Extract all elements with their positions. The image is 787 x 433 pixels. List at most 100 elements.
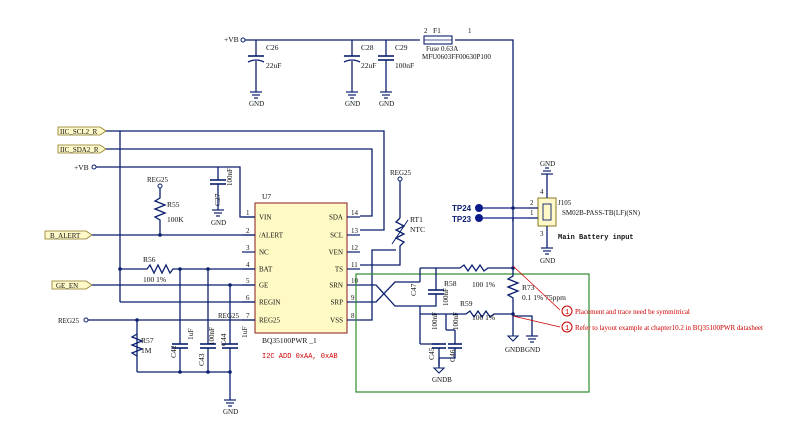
cap-c29[interactable]: C29 100nF [378, 40, 414, 92]
j105-ref: J105 [558, 199, 572, 207]
ic-u7[interactable]: U7 BQ35100PWR _1 1VIN2/ALERT3NC4BAT5GE6R… [242, 192, 360, 345]
j105-pin2: 2 [530, 199, 534, 207]
port-scl-label: IIC_SCL2_R [60, 128, 98, 136]
r57-value: 1M [141, 346, 152, 355]
port-reg25[interactable]: REG25 [58, 317, 255, 325]
c43-ref: C43 [197, 353, 206, 366]
c28-ref: C28 [361, 43, 374, 52]
u7-pin-name-srp: SRP [331, 299, 344, 307]
u7-pin-name-srn: SRN [329, 282, 343, 290]
u7-pin-number-9: 9 [351, 294, 355, 302]
r59-value: 100 1% [472, 313, 495, 322]
gndb-label: GNDB [432, 376, 452, 384]
u7-pin-number-6: 6 [246, 294, 250, 302]
cap-c44[interactable]: C44 1uF [219, 320, 249, 400]
gndb-symbol: GNDB [505, 335, 525, 354]
resistor-r58[interactable]: R58 100 1% [436, 263, 513, 289]
u7-pin-name-bat: BAT [259, 266, 273, 274]
note-symmetric: 1 Placement and trace need be symmitrica… [561, 305, 690, 317]
u7-pin-number-8: 8 [351, 312, 355, 320]
u7-pin-number-11: 11 [351, 261, 358, 269]
u7-pin-name-reg25: REG25 [259, 317, 281, 325]
c45-value: 100nF [431, 312, 439, 330]
connector-j105[interactable]: 2 1 4 3 J105 SM02B-PASS-TB(LF)(SN) Main … [527, 174, 641, 248]
port-sda-label: IIC_SDA2_R [60, 146, 99, 154]
thermistor-rt1[interactable]: REG25 RT1 NTC [390, 169, 425, 250]
cap-c27[interactable]: C27 100nF [210, 168, 234, 210]
r55-ref: R55 [167, 200, 180, 209]
r55-value: 100K [167, 215, 184, 224]
r73-value: 0.1 1% 75ppm [522, 293, 566, 302]
u7-pin-number-7: 7 [246, 312, 250, 320]
note2-text: Refer to layout example at chapter10.2 i… [575, 324, 763, 332]
gnd-symbol: GND [379, 91, 394, 108]
r56-value: 100 1% [143, 275, 166, 284]
vb-top-label: +VB [224, 35, 239, 44]
gnd-label: GND [249, 100, 264, 108]
resistor-r56[interactable]: R56 100 1% [118, 131, 255, 302]
resistor-r57[interactable]: R57 1M [130, 333, 154, 357]
resistor-r59[interactable]: R59 100 1% [420, 299, 513, 322]
r59-ref: R59 [460, 299, 473, 308]
u7-pin-name-alert: /ALERT [259, 232, 284, 240]
cap-c46[interactable]: C46 100nF [439, 312, 462, 362]
port-alert-label: B_ALERT [50, 232, 81, 240]
r56-ref: R56 [143, 255, 156, 264]
c46-ref: C46 [448, 349, 457, 362]
gndb-label: GNDB [505, 346, 525, 354]
c27-ref: C27 [213, 193, 222, 206]
gnd-label: GND [540, 257, 555, 265]
c42-value: 1uF [186, 328, 195, 340]
gnd-label: GND [211, 219, 226, 227]
cap-c42[interactable]: C42 1uF [169, 320, 195, 372]
gnd-label: GND [379, 100, 394, 108]
u7-pin-number-4: 4 [246, 261, 250, 269]
c29-ref: C29 [395, 43, 408, 52]
gnd-symbol: GND [525, 335, 540, 354]
cap-c26[interactable]: C26 22uF [247, 40, 281, 92]
sense-layout-group [355, 273, 590, 393]
c46-value: 100nF [452, 312, 460, 330]
gnd-label: GND [223, 408, 238, 416]
u7-ref: U7 [262, 192, 271, 201]
u7-pin-name-ts: TS [335, 266, 343, 274]
c47-value: 100nF [442, 288, 450, 306]
cap-c43[interactable]: C43 100nF [197, 320, 216, 372]
c44-value: 1uF [240, 326, 249, 338]
testpoint-tp24[interactable]: TP24 [452, 204, 527, 213]
u7-pin-number-1: 1 [246, 209, 250, 217]
j105-pin3: 3 [540, 230, 544, 238]
reg25-b-label: REG25 [390, 169, 412, 177]
r73-ref: R73 [522, 283, 535, 292]
cap-c28[interactable]: C28 22uF [343, 40, 376, 92]
u7-part: BQ35100PWR _1 [262, 336, 317, 345]
c42-ref: C42 [169, 345, 178, 358]
j105-pin1: 1 [530, 209, 534, 217]
u7-pin-name-regin: REGIN [259, 299, 280, 307]
gnd-symbol: GND [345, 91, 360, 108]
i2c-address-note: I2C ADD 0xAA, 0xAB [262, 353, 338, 361]
port-ge-en-label: GE_EN [56, 282, 78, 290]
fuse-ref: F1 [433, 26, 441, 35]
gnd-symbol: GND [540, 160, 555, 175]
resistor-r73[interactable]: R73 0.1 1% 75ppm [506, 200, 566, 316]
fuse-value: Fuse 0.63A [426, 45, 458, 53]
u7-pin-number-12: 12 [351, 244, 359, 252]
top-power-rail: +VB [224, 35, 514, 200]
c29-value: 100nF [395, 61, 414, 70]
port-iic-sda[interactable]: IIC_SDA2_R [57, 144, 373, 217]
u7-pin-number-10: 10 [351, 277, 359, 285]
testpoint-tp23[interactable]: TP23 [452, 214, 527, 224]
resistor-r55[interactable]: REG25 R55 100K [147, 176, 184, 237]
u7-pin-name-ven: VEN [329, 249, 343, 257]
reg25-a-label: REG25 [147, 176, 169, 184]
port-ge-en[interactable]: GE_EN [51, 280, 255, 290]
port-b-alert[interactable]: B_ALERT [44, 230, 255, 240]
port-iic-scl[interactable]: IIC_SCL2_R [57, 126, 385, 231]
c26-ref: C26 [266, 43, 279, 52]
note2-badge: 1 [565, 325, 569, 333]
fuse-f1[interactable]: 2 F1 1 Fuse 0.63A MFU0603FF00630P100 [422, 26, 491, 61]
gnd-symbol: GND [249, 91, 264, 108]
u7-pin-number-5: 5 [246, 277, 250, 285]
c47-ref: C47 [409, 283, 418, 296]
